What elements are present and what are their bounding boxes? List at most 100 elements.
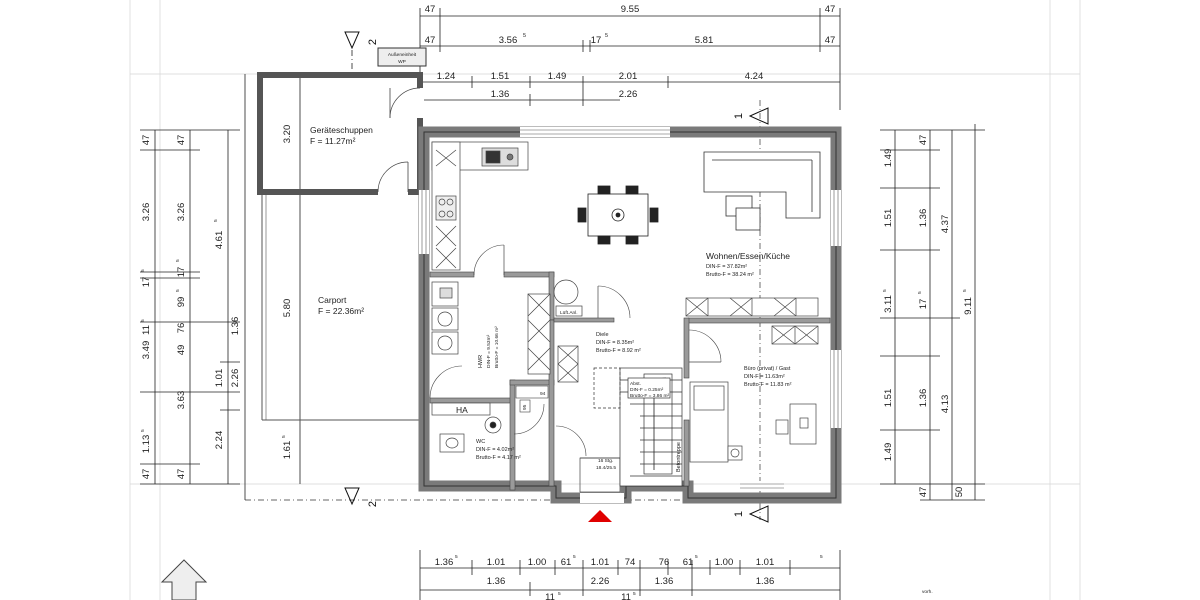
room-name-shed: Geräteschuppen <box>310 125 373 135</box>
section-marker-triangle <box>344 487 360 506</box>
dim-text: 61 <box>561 557 572 568</box>
dim-text: 1.13 <box>141 435 152 454</box>
dim-text: 47 <box>425 4 436 15</box>
dim-text: 17 <box>918 299 929 310</box>
right-dimension-texts: 1.49 1.51 3.11 5 1.51 1.49 47 1.36 17 5 … <box>882 135 974 498</box>
dim-superscript: 5 <box>140 429 146 432</box>
ventilation-label: Lüft.Anl. <box>560 310 578 316</box>
dim-text: 17 <box>176 267 187 278</box>
outdoor-heat-pump-unit: Außeneinheit WP <box>377 47 427 67</box>
dim-text: 3.26 <box>176 203 187 222</box>
kitchen-units <box>431 141 529 276</box>
stair-rise: 18.4/25.5 <box>596 465 616 471</box>
room-din-hwr: DIN-F = 9.53m² <box>486 334 492 368</box>
north-arrow-icon <box>160 559 208 600</box>
dim-text: 4.37 <box>940 215 951 234</box>
section-label: 1 <box>733 511 745 517</box>
dim-text: 4.61 <box>214 231 225 250</box>
room-brutto-hwr: Brutto-F = 10.66 m² <box>494 326 500 368</box>
hwr-fixtures <box>429 279 583 399</box>
room-din-living: DIN-F = 37.82m² <box>706 264 747 270</box>
stair-steps: 16 Stg. <box>598 458 613 464</box>
right-dimension-lines <box>880 124 985 501</box>
room-din-diele: DIN-F = 8.35m² <box>596 340 634 346</box>
dim-superscript: 5 <box>523 33 526 39</box>
dim-text: 9.55 <box>621 4 640 15</box>
dim-text: 2.01 <box>619 71 638 82</box>
dim-text: 1.51 <box>491 71 510 82</box>
dim-superscript: 5 <box>558 591 561 597</box>
outdoor-unit-label: Außeneinheit <box>388 52 417 58</box>
dim-superscript: 5 <box>633 591 636 597</box>
section-marker-triangle <box>748 505 769 523</box>
dim-text: 1.01 <box>756 557 775 568</box>
dim-superscript: 5 <box>213 219 219 222</box>
room-din-buero: DIN-F = 11.63m² <box>744 374 785 380</box>
room-din-wc: DIN-F = 4.02m² <box>476 447 514 453</box>
section-label: 2 <box>367 39 379 45</box>
dim-text: 1.24 <box>437 71 456 82</box>
room-name-hwr: HWR <box>478 355 484 368</box>
room-brutto-wc: Brutto-F = 4.17 m² <box>476 455 521 461</box>
dim-text: 47 <box>141 469 152 480</box>
left-dimension-texts: 47 3.26 17 5 3.49 11 5 1.13 5 47 47 3.26… <box>140 125 293 480</box>
dim-text: 3.20 <box>282 125 293 144</box>
room-name-wc: WC <box>476 439 485 445</box>
section-line-2: 2 2 <box>245 31 840 507</box>
section-marker-triangle <box>344 31 360 50</box>
dim-text: 1.36 <box>918 209 929 228</box>
dim-text: 11 <box>141 325 152 335</box>
dim-text: 76 <box>659 557 670 568</box>
dim-text: 1.01 <box>487 557 506 568</box>
room-name-living: Wohnen/Essen/Küche <box>706 251 790 261</box>
top-dimension-lines <box>419 8 841 110</box>
top-dimension-texts: 47 9.55 47 47 3.56 5 17 5 5.81 47 1.24 1… <box>425 4 836 100</box>
section-marker-triangle <box>748 107 769 125</box>
dim-text: 1.51 <box>883 209 894 228</box>
buero-fixtures <box>688 325 819 463</box>
dim-text: 1.51 <box>883 389 894 408</box>
room-brutto-abst: Brutto-F = 3.86 m² <box>630 393 669 399</box>
dim-text: 61 <box>683 557 694 568</box>
dim-text: 50 <box>954 487 965 498</box>
room-brutto-living: Brutto-F = 38.24 m² <box>706 272 754 278</box>
dim-text: 47 <box>141 135 152 146</box>
room-din-abst: DIN-F = 0.25m² <box>630 387 664 393</box>
dim-text: 1.49 <box>883 149 894 168</box>
dim-text: 1.49 <box>883 443 894 462</box>
dim-text: 47 <box>918 487 929 498</box>
bottom-dimension-texts: 1.36 5 1.01 1.00 61 5 1.01 74 76 61 5 1.… <box>435 554 933 600</box>
dim-text: 1.00 <box>715 557 734 568</box>
dim-superscript: 5 <box>962 289 968 292</box>
dim-text: 1.36 <box>435 557 454 568</box>
room-area-carport: F = 22.36m² <box>318 306 364 316</box>
dim-text: 5.81 <box>695 35 714 46</box>
dim-text: 3.11 <box>883 295 894 313</box>
room-name-buero: Büro (privat) / Gast <box>744 366 791 372</box>
room-brutto-diele: Brutto-F = 8.92 m² <box>596 348 641 354</box>
grid-lines <box>129 0 1081 600</box>
dim-text: 17 <box>141 277 152 288</box>
sofa <box>703 151 821 231</box>
dim-text: 2.24 <box>214 431 225 450</box>
dim-superscript: 5 <box>281 435 287 438</box>
dim-label: 94 <box>540 391 546 397</box>
dim-text: 1.49 <box>548 71 567 82</box>
ha-box <box>431 402 491 416</box>
outdoor-unit-label: WP <box>398 59 406 65</box>
dim-text: 1.00 <box>528 557 547 568</box>
room-name-diele: Diele <box>596 332 609 338</box>
dim-text: 17 <box>591 35 602 46</box>
dim-text: 3.26 <box>141 203 152 222</box>
dim-text: 2.26 <box>619 89 638 100</box>
dim-superscript: 5 <box>820 554 823 560</box>
dim-text: 1.36 <box>491 89 510 100</box>
room-area-shed: F = 11.27m² <box>310 136 356 146</box>
dim-text: 47 <box>176 469 187 480</box>
stair-label: Betontreppe <box>676 442 682 472</box>
dim-superscript: 5 <box>917 291 923 294</box>
shaft <box>515 385 549 413</box>
dim-label: 95 <box>522 404 528 410</box>
dim-text: 9.11 <box>963 297 974 315</box>
